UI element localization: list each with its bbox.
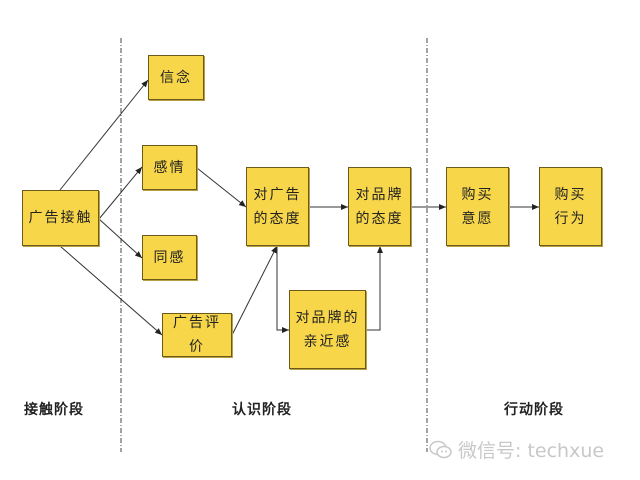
node-label: 对广告 的态度 — [253, 186, 302, 227]
arrow-contact-to-empathy — [98, 218, 143, 259]
stage-label-contact: 接触阶段 — [24, 402, 84, 418]
node-emotion: 感情 — [142, 145, 197, 190]
arrow-emotion-to-ad-attitude — [196, 167, 247, 208]
stage-label-cognition: 认识阶段 — [232, 402, 292, 418]
arrow-evaluation-to-ad-attitude — [231, 245, 278, 336]
stage-label-action: 行动阶段 — [504, 402, 564, 418]
node-label: 同感 — [153, 249, 186, 266]
watermark: 微信号: techxue — [428, 436, 604, 463]
node-belief: 信念 — [148, 55, 204, 100]
node-empathy: 同感 — [142, 235, 197, 280]
arrow-affinity-to-brand-attitude — [366, 246, 383, 331]
node-label: 对品牌的 亲近感 — [295, 309, 360, 350]
node-attitude-to-ad: 对广告 的态度 — [246, 167, 309, 246]
node-brand-affinity: 对品牌的 亲近感 — [289, 290, 366, 369]
node-label: 广告评 价 — [173, 315, 221, 355]
arrow-contact-to-emotion — [98, 166, 143, 220]
node-label: 购买 行为 — [554, 186, 587, 227]
arrow-contact-to-belief — [59, 79, 149, 191]
node-purchase-behavior: 购买 行为 — [539, 167, 602, 246]
node-label: 信念 — [160, 69, 192, 86]
node-label: 对品牌 的态度 — [355, 186, 404, 227]
node-ad-contact: 广告接触 — [22, 190, 99, 246]
node-label: 感情 — [153, 159, 186, 176]
node-purchase-intention: 购买 意愿 — [446, 167, 509, 246]
node-ad-evaluation: 广告评 价 — [162, 313, 232, 357]
node-label: 广告接触 — [28, 210, 93, 226]
wechat-icon — [429, 440, 452, 458]
watermark-text: 微信号: techxue — [458, 440, 605, 462]
node-attitude-to-brand: 对品牌 的态度 — [348, 167, 411, 246]
node-label: 购买 意愿 — [461, 186, 494, 227]
arrow-ad-attitude-to-affinity — [276, 246, 289, 333]
arrow-contact-to-evaluation — [59, 245, 163, 336]
